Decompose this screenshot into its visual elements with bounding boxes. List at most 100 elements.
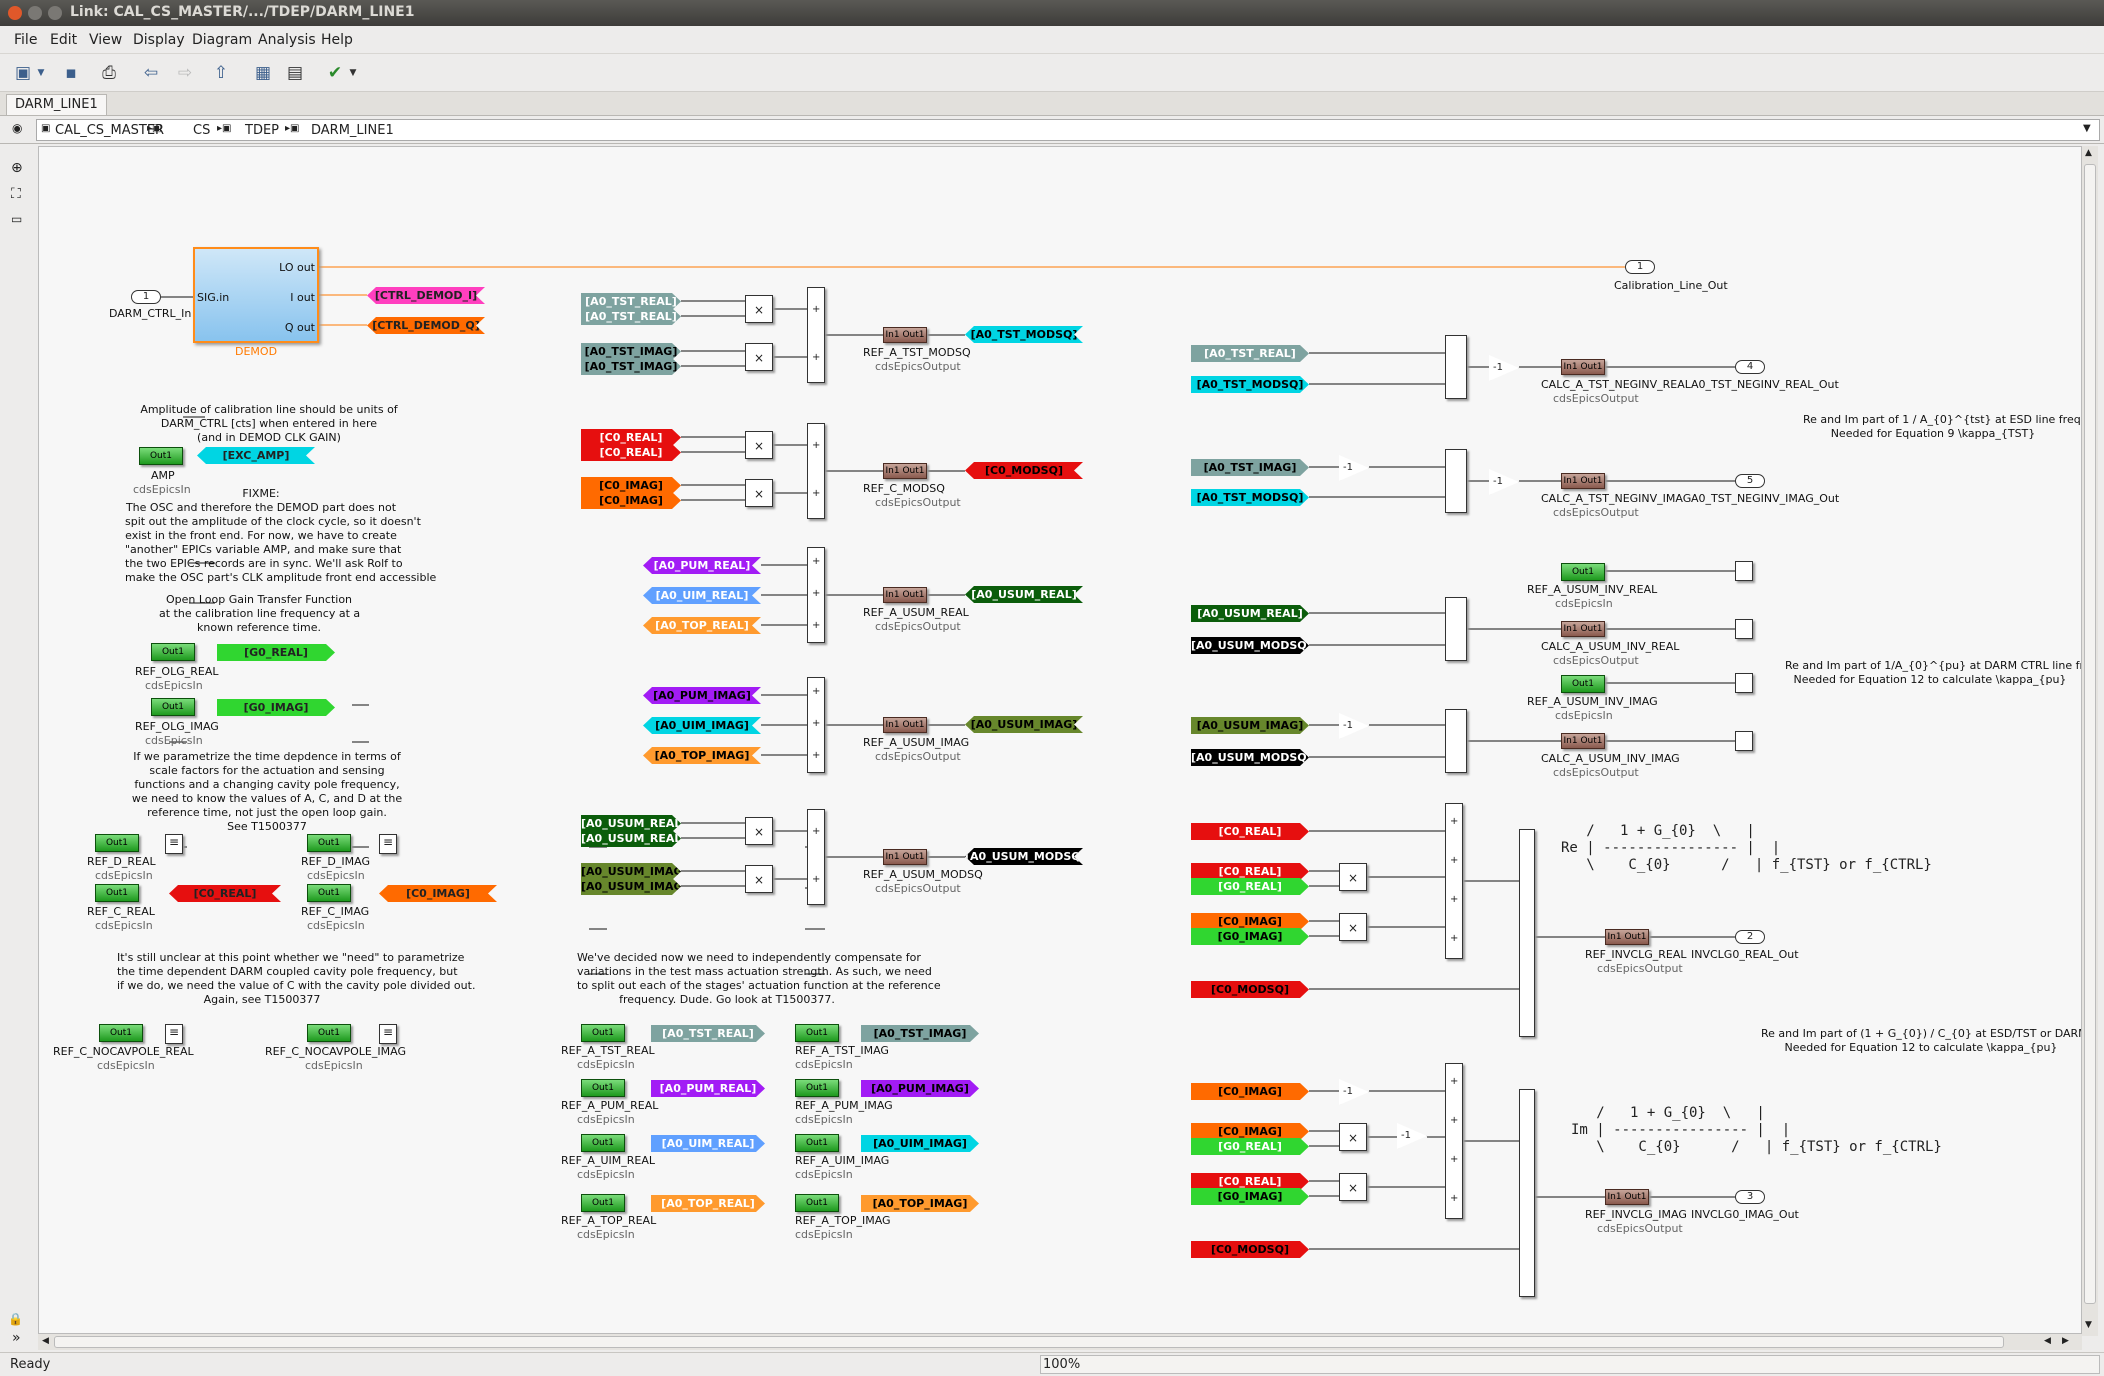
- tag-c0-imag[interactable]: [C0_IMAG]: [1191, 1123, 1309, 1140]
- tag-a0-uim-real[interactable]: [A0_UIM_REAL]: [651, 1135, 765, 1152]
- epics-output-block[interactable]: In1 Out1: [1561, 473, 1605, 489]
- terminator-icon[interactable]: [1735, 619, 1753, 639]
- epics-input-block[interactable]: Out1: [795, 1194, 839, 1212]
- tag-c0-modsq[interactable]: [C0_MODSQ]: [1191, 981, 1309, 998]
- tag-c0-real[interactable]: [C0_REAL]: [1191, 1173, 1309, 1190]
- menu-file[interactable]: File: [14, 32, 38, 48]
- hide-explorer-icon[interactable]: ◉: [12, 121, 23, 135]
- outport-1[interactable]: 1: [1625, 260, 1655, 274]
- zoom-icon[interactable]: ⊕: [11, 160, 23, 176]
- sum-block[interactable]: ++++: [1445, 1063, 1463, 1219]
- epics-output-block[interactable]: In1 Out1: [1605, 929, 1649, 945]
- goto-ctrl-demod-q[interactable]: [CTRL_DEMOD_Q]: [367, 317, 485, 334]
- maximize-icon[interactable]: [48, 6, 62, 20]
- tag-a0-uim-imag[interactable]: [A0_UIM_IMAG]: [861, 1135, 979, 1152]
- product-block[interactable]: [1519, 1089, 1535, 1297]
- math-block[interactable]: ×: [1339, 863, 1367, 891]
- epics-input-block[interactable]: Out1: [581, 1134, 625, 1152]
- demod-block[interactable]: SIG.in LO out I out Q out: [193, 247, 319, 343]
- scroll-right-icon[interactable]: ▶: [2062, 1336, 2069, 1346]
- tag-a0-tst-modsq[interactable]: [A0_TST_MODSQ]: [1191, 376, 1309, 393]
- scrollbar-thumb[interactable]: [2084, 164, 2096, 1304]
- tag-a0-tst-real[interactable]: [A0_TST_REAL]: [1191, 345, 1309, 362]
- tag-a0-top-imag[interactable]: [A0_TOP_IMAG]: [643, 747, 761, 764]
- tag-a0-pum-imag[interactable]: [A0_PUM_IMAG]: [643, 687, 761, 704]
- tag-a0-usum-modsq[interactable]: [A0_USUM_MODSQ]: [965, 850, 1086, 863]
- sum-block[interactable]: ++: [807, 809, 825, 905]
- tag-a0-tst-imag[interactable]: [A0_TST_IMAG]: [861, 1025, 979, 1042]
- sum-block[interactable]: ++++: [1445, 803, 1463, 959]
- inport-1[interactable]: 1: [131, 290, 161, 304]
- close-icon[interactable]: [8, 6, 22, 20]
- epics-input-block[interactable]: Out1: [795, 1024, 839, 1042]
- scroll-left-icon[interactable]: ◀: [2044, 1336, 2051, 1346]
- epics-output-block[interactable]: In1 Out1: [1561, 733, 1605, 749]
- tag-a0-pum-real[interactable]: [A0_PUM_REAL]: [651, 1080, 765, 1097]
- tag-c0-modsq[interactable]: [C0_MODSQ]: [965, 462, 1083, 479]
- sum-block[interactable]: +++: [807, 547, 825, 643]
- ref-olg-real-block[interactable]: Out1: [151, 643, 195, 661]
- ref-d-real-block[interactable]: Out1: [95, 834, 139, 852]
- math-block[interactable]: ×: [745, 817, 773, 845]
- math-block[interactable]: ×: [1339, 1173, 1367, 1201]
- tag-a0-pum-imag[interactable]: [A0_PUM_IMAG]: [861, 1080, 979, 1097]
- math-block[interactable]: ×: [745, 343, 773, 371]
- save-icon[interactable]: ▪: [65, 63, 77, 83]
- outport-5[interactable]: 5: [1735, 474, 1765, 488]
- math-block[interactable]: ×: [1339, 1123, 1367, 1151]
- forward-arrow-icon[interactable]: ⇨: [177, 63, 193, 83]
- tag-a0-tst-real[interactable]: [A0_TST_REAL]: [581, 308, 681, 325]
- goto-c0-imag[interactable]: [C0_IMAG]: [379, 885, 497, 902]
- tag-a0-tst-modsq[interactable]: [A0_TST_MODSQ]: [965, 326, 1083, 343]
- ref-c-nocavpole-real-block[interactable]: Out1: [99, 1024, 143, 1042]
- math-block[interactable]: ×: [745, 479, 773, 507]
- tag-c0-imag[interactable]: [C0_IMAG]: [1191, 913, 1309, 930]
- tag-c0-real[interactable]: [C0_REAL]: [581, 444, 681, 461]
- goto-exc-amp[interactable]: [EXC_AMP]: [197, 447, 315, 464]
- menu-edit[interactable]: Edit: [50, 32, 78, 48]
- tag-g0-real[interactable]: [G0_REAL]: [1191, 878, 1309, 895]
- tag-a0-usum-modsq[interactable]: [A0_USUM_MODSQ]: [1191, 639, 1312, 652]
- outport-4[interactable]: 4: [1735, 360, 1765, 374]
- scroll-left-icon[interactable]: ◀: [42, 1336, 49, 1346]
- epics-input-block[interactable]: Out1: [795, 1134, 839, 1152]
- epics-input-block[interactable]: Out1: [1561, 563, 1605, 581]
- epics-input-block[interactable]: Out1: [795, 1079, 839, 1097]
- tag-a0-usum-imag[interactable]: [A0_USUM_IMAG]: [965, 716, 1083, 733]
- epics-output-block[interactable]: In1 Out1: [1605, 1189, 1649, 1205]
- product-block[interactable]: [1519, 829, 1535, 1037]
- tag-c0-real[interactable]: [C0_REAL]: [581, 429, 681, 446]
- chevron-down-icon[interactable]: ▼: [2083, 123, 2091, 134]
- tag-a0-tst-real[interactable]: [A0_TST_REAL]: [651, 1025, 765, 1042]
- epics-input-block[interactable]: Out1: [581, 1024, 625, 1042]
- tag-a0-usum-imag[interactable]: [A0_USUM_IMAG]: [1191, 717, 1309, 734]
- tag-c0-imag[interactable]: [C0_IMAG]: [581, 477, 681, 494]
- back-arrow-icon[interactable]: ⇦: [143, 63, 159, 83]
- ref-c-imag-block[interactable]: Out1: [307, 884, 351, 902]
- check-icon[interactable]: ✔: [327, 63, 343, 83]
- outport-3[interactable]: 3: [1735, 1190, 1765, 1204]
- scroll-up-icon[interactable]: ▲: [2085, 148, 2092, 158]
- product-block[interactable]: [1445, 597, 1467, 661]
- up-arrow-icon[interactable]: ⇧: [213, 63, 229, 83]
- ref-c-real-block[interactable]: Out1: [95, 884, 139, 902]
- epics-output-block[interactable]: In1 Out1: [883, 327, 927, 343]
- horizontal-scrollbar[interactable]: ◀ ◀ ▶: [38, 1334, 2082, 1350]
- goto-ctrl-demod-i[interactable]: [CTRL_DEMOD_I]: [367, 287, 485, 304]
- breadcrumb-item[interactable]: DARM_LINE1: [311, 123, 394, 138]
- scroll-down-icon[interactable]: ▼: [2085, 1320, 2092, 1330]
- epics-output-block[interactable]: In1 Out1: [1561, 359, 1605, 375]
- ref-c-nocavpole-imag-block[interactable]: Out1: [307, 1024, 351, 1042]
- epics-input-block[interactable]: Out1: [581, 1079, 625, 1097]
- epics-output-block[interactable]: In1 Out1: [883, 587, 927, 603]
- terminator-icon[interactable]: ≡: [379, 1024, 397, 1044]
- sum-block[interactable]: ++: [807, 423, 825, 519]
- menu-help[interactable]: Help: [321, 32, 353, 48]
- tag-a0-usum-real[interactable]: [A0_USUM_REAL]: [965, 586, 1083, 603]
- epics-input-block[interactable]: Out1: [1561, 675, 1605, 693]
- tag-a0-top-real[interactable]: [A0_TOP_REAL]: [643, 617, 761, 634]
- model-explorer-icon[interactable]: ▤: [286, 63, 304, 83]
- tag-a0-usum-modsq[interactable]: [A0_USUM_MODSQ]: [1191, 751, 1312, 764]
- chevron-down-icon[interactable]: ▼: [349, 68, 357, 78]
- tag-c0-real[interactable]: [C0_REAL]: [1191, 823, 1309, 840]
